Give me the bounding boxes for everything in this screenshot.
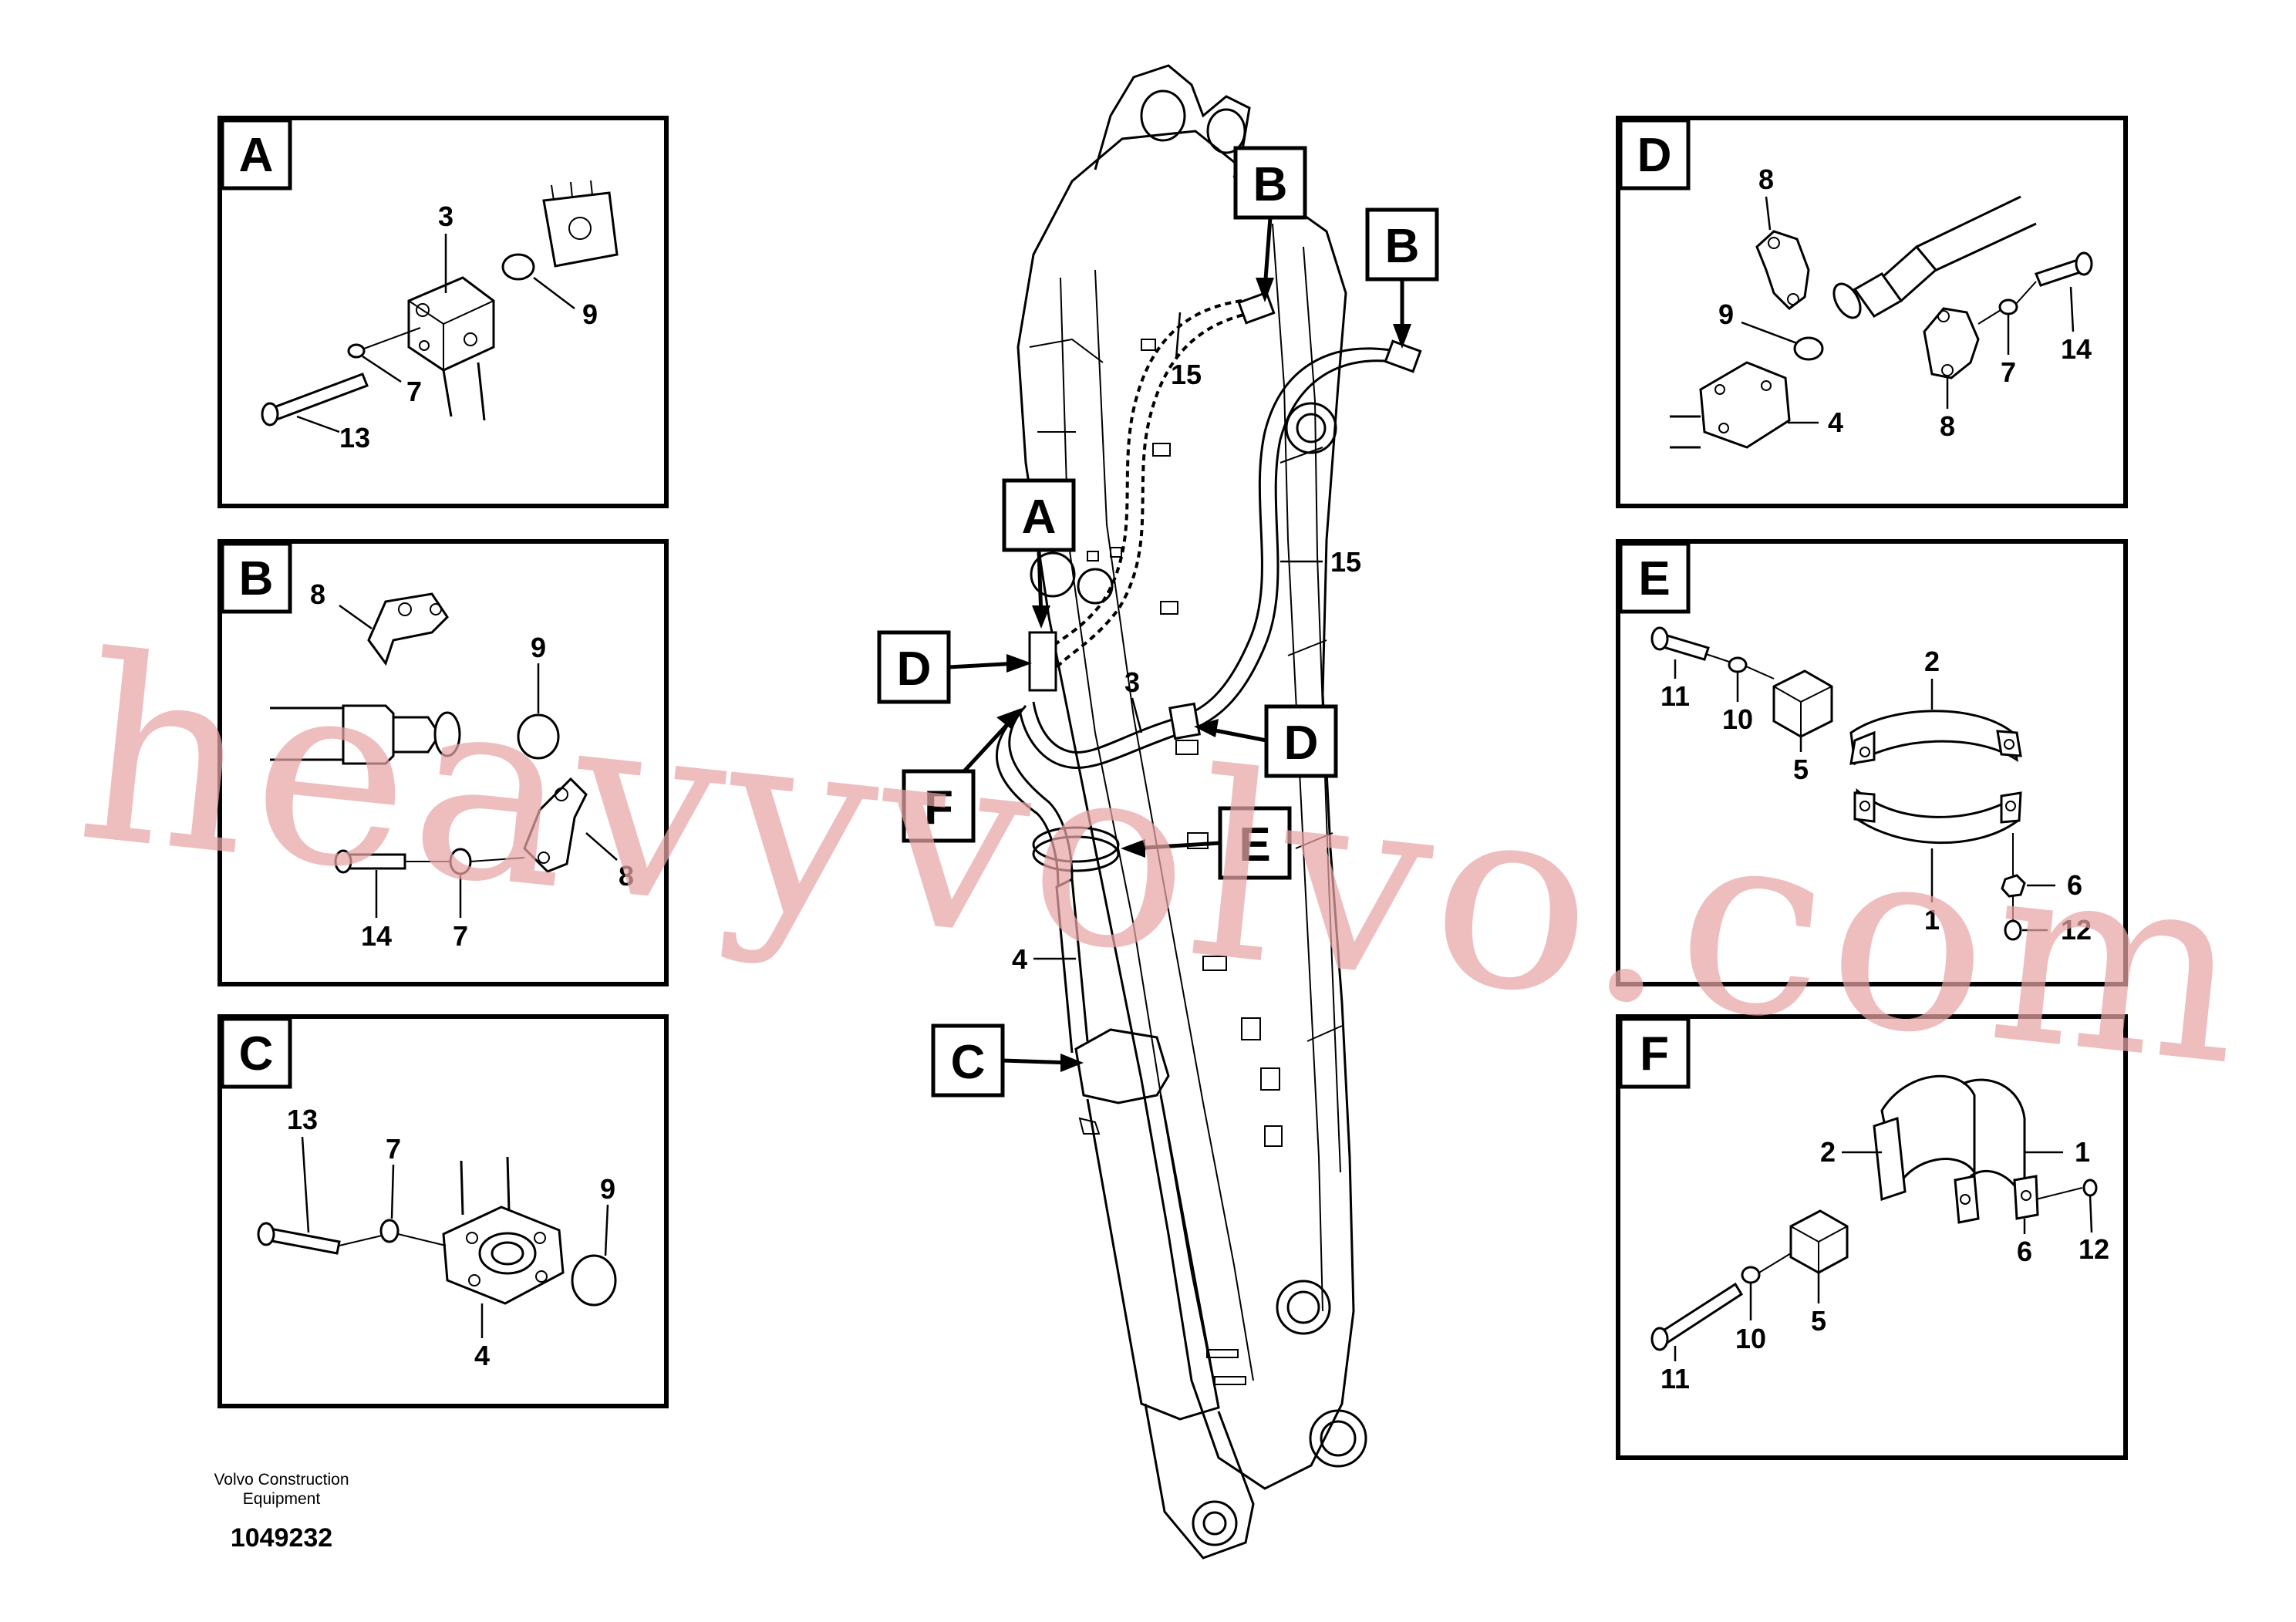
panel-d-label: D xyxy=(1637,129,1672,182)
svg-text:D: D xyxy=(897,642,932,696)
panel-d-callout-4: 4 xyxy=(1828,406,1843,438)
panel-f-callout-11: 11 xyxy=(1660,1363,1690,1394)
main-tag-a: A xyxy=(1002,478,1076,629)
panel-e-callout-11: 11 xyxy=(1660,680,1690,712)
panel-f-callout-2: 2 xyxy=(1820,1136,1836,1168)
panel-c-label: C xyxy=(239,1027,274,1081)
main-tag-e: E xyxy=(1121,806,1292,880)
panel-c-callout-13: 13 xyxy=(287,1104,318,1135)
panel-e-callout-2: 2 xyxy=(1924,646,1940,677)
detail-panel-c: C 13 7 9 4 xyxy=(217,1014,669,1408)
panel-b-callout-7: 7 xyxy=(453,920,468,952)
panel-e-callout-10: 10 xyxy=(1722,703,1753,735)
panel-a-callout-3: 3 xyxy=(438,201,453,232)
main-callout-3: 3 xyxy=(1124,666,1140,698)
main-callouts: 15 15 3 4 xyxy=(1012,312,1361,975)
panel-e-label: E xyxy=(1638,552,1670,605)
panel-f-label: F xyxy=(1640,1027,1669,1081)
main-tags: B B A D F xyxy=(877,146,1439,1098)
boom-assembly xyxy=(1017,64,1367,1560)
svg-text:B: B xyxy=(1253,158,1288,211)
detail-panel-a: A 3 9 7 13 xyxy=(217,116,669,508)
main-callout-4: 4 xyxy=(1012,943,1027,975)
detail-panel-f: F 2 1 6 12 5 10 11 xyxy=(1616,1014,2128,1460)
panel-a-label: A xyxy=(239,129,274,182)
panel-c-callout-7: 7 xyxy=(386,1133,401,1165)
panel-a-callout-13: 13 xyxy=(339,422,370,454)
company-name-line1: Volvo Construction xyxy=(214,1471,349,1489)
main-tag-f: F xyxy=(902,708,1022,843)
panel-e-callout-5: 5 xyxy=(1793,754,1809,785)
panel-d-callout-14: 14 xyxy=(2061,333,2092,365)
main-tag-c: C xyxy=(931,1023,1084,1098)
main-callout-15-upper: 15 xyxy=(1171,359,1202,390)
svg-text:A: A xyxy=(1022,491,1057,544)
panel-b-callout-8-lower: 8 xyxy=(619,860,634,892)
svg-text:B: B xyxy=(1385,220,1420,273)
svg-text:D: D xyxy=(1284,717,1319,770)
panel-e-callout-12: 12 xyxy=(2061,914,2092,946)
svg-text:F: F xyxy=(924,781,953,835)
panel-d-callout-8-top: 8 xyxy=(1758,164,1774,195)
detail-panel-d: D 8 9 14 7 4 xyxy=(1616,116,2128,508)
panel-f-callout-5: 5 xyxy=(1811,1305,1826,1337)
panel-f-callout-6: 6 xyxy=(2017,1236,2032,1267)
panel-f-callout-1: 1 xyxy=(2075,1136,2090,1168)
main-tag-b-1: B xyxy=(1233,146,1307,302)
detail-panel-b: B 8 9 8 14 7 xyxy=(217,539,669,986)
panel-f-callout-12: 12 xyxy=(2079,1233,2109,1265)
panel-d-callout-8-lower: 8 xyxy=(1940,410,1955,442)
panel-a-callout-7: 7 xyxy=(406,376,422,407)
main-tag-b-2: B xyxy=(1365,207,1439,349)
panel-e-callout-6: 6 xyxy=(2067,869,2082,901)
panel-b-label: B xyxy=(239,552,274,605)
panel-d-callout-7: 7 xyxy=(2001,356,2016,388)
panel-a-callout-9: 9 xyxy=(582,298,598,330)
drawing-number: 1049232 xyxy=(231,1523,332,1553)
panel-c-callout-4: 4 xyxy=(474,1340,490,1371)
panel-c-callout-9: 9 xyxy=(600,1173,615,1205)
panel-b-callout-9: 9 xyxy=(531,632,546,663)
panel-b-callout-8-top: 8 xyxy=(310,578,325,610)
panel-b-callout-14: 14 xyxy=(361,920,392,952)
svg-text:C: C xyxy=(951,1036,986,1089)
main-tag-d-1: D xyxy=(877,630,1032,704)
detail-panel-e: E 2 11 10 5 6 xyxy=(1616,539,2128,986)
footer-block: Volvo Construction Equipment 1049232 xyxy=(214,1471,349,1553)
panel-f-callout-10: 10 xyxy=(1735,1323,1766,1354)
svg-text:E: E xyxy=(1239,818,1270,872)
company-name-line2: Equipment xyxy=(243,1490,321,1508)
panel-d-callout-9: 9 xyxy=(1718,298,1734,330)
main-tag-d-2: D xyxy=(1194,704,1338,778)
main-callout-15-right: 15 xyxy=(1330,546,1361,578)
panel-e-callout-1: 1 xyxy=(1924,904,1940,936)
